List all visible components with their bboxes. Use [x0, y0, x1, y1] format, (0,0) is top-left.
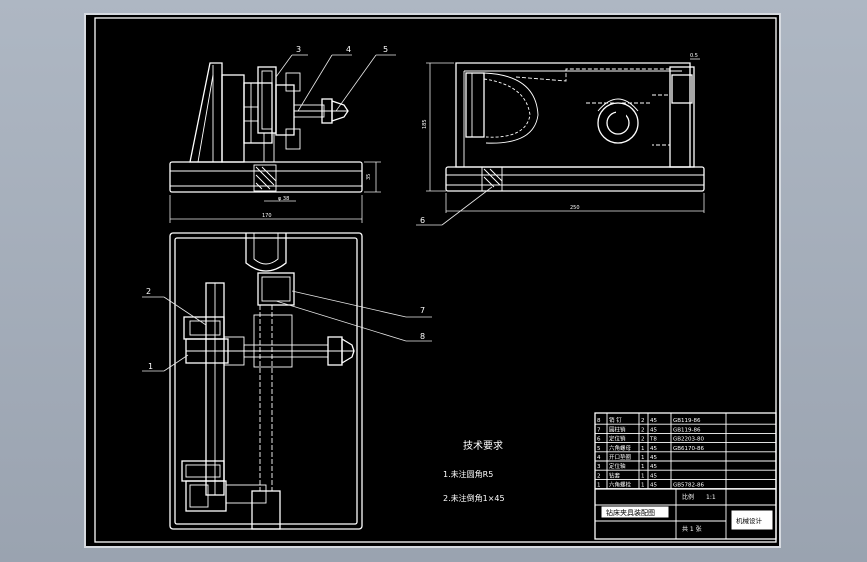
dim-side-width: 250	[570, 205, 580, 211]
bom-cell-no: 7	[597, 427, 601, 433]
tech-req-title: 技术要求	[463, 439, 503, 452]
bom-cell-no: 1	[597, 483, 601, 489]
balloon-8: 8	[420, 332, 425, 341]
bom-cell-qty: 1	[641, 455, 645, 461]
bom-cell-mat: 45	[650, 473, 657, 479]
bom-cell-mat: 45	[650, 464, 657, 470]
bom-cell-std: GB5782-86	[673, 483, 705, 489]
bom-cell-mat: 45	[650, 446, 657, 452]
inner-frame	[94, 17, 777, 543]
balloons: 3 4 5 6 7 8 2 1	[142, 45, 493, 372]
title-block-scale-label: 比例	[682, 493, 694, 501]
title-block-scale: 1:1	[706, 494, 716, 501]
bom-cell-mat: 45	[650, 418, 657, 424]
bom-cell-mat: 45	[650, 455, 657, 461]
side-view-dimensions: 250 185 0.5	[422, 53, 705, 213]
drawing-sheet: 170 φ 38 35	[84, 13, 781, 548]
bom-cell-qty: 1	[641, 464, 645, 470]
bom-cell-qty: 1	[641, 483, 645, 489]
bom-cell-name: 销 钉	[609, 416, 622, 424]
balloon-1: 1	[148, 362, 153, 371]
balloon-2: 2	[146, 287, 151, 296]
bom-cell-no: 6	[597, 437, 601, 443]
tech-requirements: 技术要求 1.未注圆角R5 2.未注倒角1×45	[443, 439, 505, 503]
dim-top-width: 170	[262, 213, 272, 219]
bom-cell-no: 8	[597, 418, 601, 424]
title-block-sheet: 共 1 张	[682, 525, 702, 533]
bom-cell-name: 定位轴	[609, 462, 626, 470]
dim-hole-dia: φ 38	[278, 196, 289, 202]
bom-cell-std: GB119-86	[673, 427, 701, 433]
balloon-6: 6	[420, 216, 425, 225]
bom-cell-std: GB119-86	[673, 418, 701, 424]
title-block-name-cell	[601, 506, 669, 518]
bom-cell-std: GB6170-86	[673, 446, 705, 452]
front-view	[169, 62, 363, 193]
bom-cell-qty: 1	[641, 473, 645, 479]
assembly-drawing: 170 φ 38 35	[94, 17, 777, 543]
tech-req-item-2: 2.未注倒角1×45	[443, 493, 505, 503]
bom-cell-name: 六角螺母	[609, 444, 632, 452]
front-view-dimensions: 170 φ 38 35	[169, 161, 381, 223]
balloon-4: 4	[346, 45, 351, 54]
bom-cell-name: 六角螺栓	[609, 481, 632, 489]
bom-cell-name: 定位销	[609, 435, 626, 443]
balloon-3: 3	[296, 45, 301, 54]
balloon-7: 7	[420, 306, 425, 315]
bom-cell-name: 圆柱销	[609, 425, 626, 433]
title-block-company-cell	[731, 510, 773, 530]
bom-cell-mat: 45	[650, 483, 657, 489]
top-view	[169, 232, 363, 530]
bom-cell-mat: T8	[649, 437, 657, 443]
title-block-company: 机械设计	[736, 516, 763, 525]
bom-cell-std: GB2203-80	[673, 437, 705, 443]
tech-req-item-1: 1.未注圆角R5	[443, 469, 493, 479]
bom-cell-qty: 2	[641, 418, 645, 424]
dim-side-height: 185	[422, 119, 428, 129]
bom-cell-no: 3	[597, 464, 601, 470]
bom-cell-name: 钻套	[609, 471, 621, 479]
bom-cell-no: 4	[597, 455, 601, 461]
bom-cell-qty: 1	[641, 446, 645, 452]
balloon-5: 5	[383, 45, 388, 54]
dim-side-small: 0.5	[690, 53, 698, 59]
bom-cell-name: 开口垫圈	[609, 453, 632, 461]
title-block-name: 钻床夹具装配图	[606, 508, 655, 517]
side-view	[445, 62, 705, 192]
bom-cell-no: 2	[597, 473, 601, 479]
bom-cell-mat: 45	[650, 427, 657, 433]
bom-cell-no: 5	[597, 446, 601, 452]
bom-cell-qty: 2	[641, 427, 645, 433]
dim-top-height: 35	[366, 174, 372, 180]
bom-cell-qty: 2	[641, 437, 645, 443]
